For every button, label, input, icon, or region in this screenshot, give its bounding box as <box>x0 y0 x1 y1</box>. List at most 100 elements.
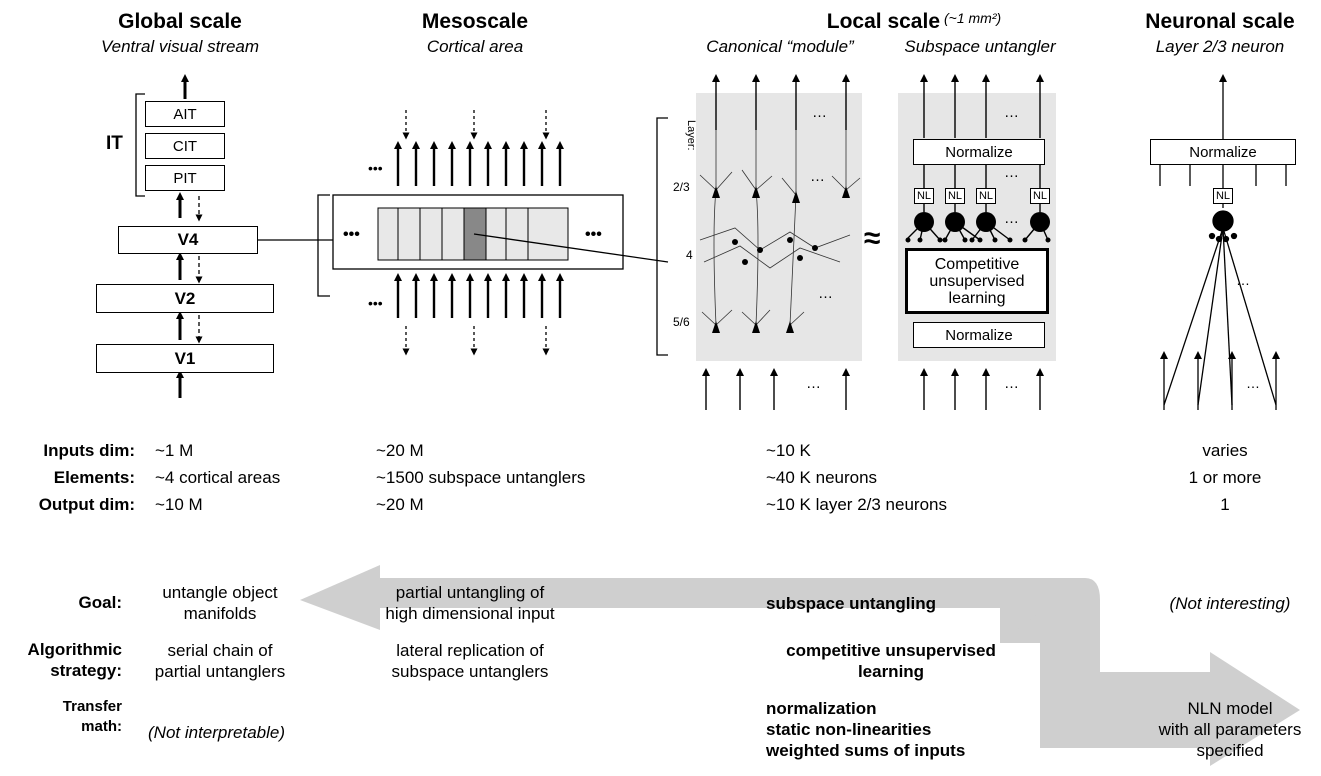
nl-label-1: NL <box>916 190 932 202</box>
meso-ellipsis-right: ••• <box>585 226 602 243</box>
nl-label-3: NL <box>978 190 994 202</box>
stat-neuronal-elements: 1 or more <box>1188 468 1262 487</box>
header-global-subtitle: Ventral visual stream <box>100 37 260 56</box>
local-goal: subspace untangling <box>766 594 937 613</box>
stat-global-inputs: ~1 M <box>155 441 194 460</box>
area-box-v1: V1 <box>96 344 274 373</box>
global-algo-2: partial untanglers <box>154 662 286 681</box>
untangler-ellipsis-top: … <box>1004 104 1019 121</box>
meso-algo-2: subspace untanglers <box>391 662 549 681</box>
stat-neuronal-inputs: varies <box>1202 441 1248 460</box>
untangler-graphics <box>898 74 1056 410</box>
header-neuronal-subtitle: Layer 2/3 neuron <box>1155 37 1285 56</box>
stat-label-elements: Elements: <box>53 468 135 487</box>
neuron-ellipsis-mid: … <box>1236 272 1250 288</box>
module-ellipsis-top: … <box>812 104 827 121</box>
area-box-ait: AIT <box>145 101 225 127</box>
local-transfer-1: normalization <box>766 699 877 718</box>
it-label: IT <box>106 133 123 154</box>
header-meso-title: Mesoscale <box>421 10 529 33</box>
header-global-title: Global scale <box>118 10 242 33</box>
goal-label: Goal: <box>78 593 122 612</box>
meso-ellipsis-top: ••• <box>368 160 383 176</box>
header-neuronal-title: Neuronal scale <box>1145 10 1295 33</box>
global-algo-1: serial chain of <box>167 641 273 660</box>
global-transfer: (Not interpretable) <box>148 723 286 742</box>
area-label-v2: V2 <box>174 288 196 308</box>
stat-local-output: ~10 K layer 2/3 neurons <box>766 495 947 514</box>
module-graphics <box>696 74 862 410</box>
neuronal-transfer-2: with all parameters <box>1158 720 1302 739</box>
local-algo-2: learning <box>857 662 925 681</box>
header-local-area: (~1 mm²) <box>944 10 1002 26</box>
neuron-nl-label: NL <box>1215 190 1231 202</box>
layer-label-56: 5/6 <box>673 315 690 329</box>
stat-neuronal-output: 1 <box>1220 495 1230 514</box>
area-label-cit: CIT <box>172 137 198 155</box>
header-local-title: Local scale <box>826 10 940 33</box>
nl-box-2: NL <box>945 188 965 204</box>
stat-label-inputs: Inputs dim: <box>43 441 135 460</box>
layer-title: Layer: <box>685 120 697 151</box>
neuronal-transfer-1: NLN model <box>1187 699 1273 718</box>
meso-goal-2: high dimensional input <box>385 604 555 623</box>
module-ellipsis-mid: … <box>810 168 825 185</box>
stat-global-elements: ~4 cortical areas <box>155 468 281 487</box>
untangler-ellipsis-nl: … <box>1004 210 1019 227</box>
stat-meso-output: ~20 M <box>376 495 424 514</box>
transfer-label-2: math: <box>81 718 122 735</box>
local-transfer-2: static non-linearities <box>766 720 932 739</box>
untangler-ellipsis-mid: … <box>1004 164 1019 181</box>
untangler-normalize-bottom: Normalize <box>913 322 1045 348</box>
hierarchy-graphics <box>135 74 333 398</box>
stat-global-output: ~10 M <box>155 495 203 514</box>
untangler-ellipsis-bottom: … <box>1004 375 1019 392</box>
neuron-graphics <box>1159 74 1287 410</box>
module-ellipsis-bottom: … <box>806 375 821 392</box>
layer-label-23: 2/3 <box>673 180 690 194</box>
area-label-ait: AIT <box>173 105 197 123</box>
area-box-v4: V4 <box>118 226 258 254</box>
algo-label-1: Algorithmic <box>27 640 122 659</box>
nl-box-4: NL <box>1030 188 1050 204</box>
local-transfer-3: weighted sums of inputs <box>766 741 966 760</box>
area-box-cit: CIT <box>145 133 225 159</box>
untangler-normalize-top: Normalize <box>913 139 1045 165</box>
nl-box-3: NL <box>976 188 996 204</box>
area-box-pit: PIT <box>145 165 225 191</box>
approx-symbol: ≈ <box>864 222 881 255</box>
untangler-normalize-top-label: Normalize <box>945 143 1013 161</box>
global-goal-2: manifolds <box>183 604 257 623</box>
area-label-pit: PIT <box>173 169 197 187</box>
area-label-v1: V1 <box>174 348 196 368</box>
neuron-ellipsis-bottom: … <box>1246 375 1260 391</box>
neuron-normalize-box: Normalize <box>1150 139 1296 165</box>
stat-local-elements: ~40 K neurons <box>766 468 878 487</box>
nl-label-4: NL <box>1032 190 1048 202</box>
neuron-normalize-label: Normalize <box>1189 143 1257 161</box>
competitive-learning-label: Competitive unsupervised learning <box>929 255 1025 307</box>
header-meso-subtitle: Cortical area <box>426 37 524 56</box>
stat-local-inputs: ~10 K <box>766 441 811 460</box>
meso-algo-1: lateral replication of <box>396 641 544 660</box>
header-local-subtitle-module: Canonical “module” <box>706 37 854 56</box>
area-box-v2: V2 <box>96 284 274 313</box>
local-algo-1: competitive unsupervised <box>786 641 996 660</box>
neuronal-goal: (Not interesting) <box>1169 594 1291 613</box>
nl-label-2: NL <box>947 190 963 202</box>
competitive-learning-box: Competitive unsupervised learning <box>905 248 1049 314</box>
area-label-v4: V4 <box>177 230 199 249</box>
stat-meso-elements: ~1500 subspace untanglers <box>376 468 586 487</box>
meso-goal-1: partial untangling of <box>395 583 545 602</box>
header-local-subtitle-untangler: Subspace untangler <box>904 37 1056 56</box>
neuron-nl-box: NL <box>1213 188 1233 204</box>
meso-ellipsis-bottom: ••• <box>368 295 383 311</box>
global-goal-1: untangle object <box>162 583 278 602</box>
meso-ellipsis-left: ••• <box>343 226 360 243</box>
transfer-label-1: Transfer <box>62 698 122 715</box>
layer-label-4: 4 <box>686 248 693 262</box>
mesoscale-graphics <box>317 110 669 356</box>
stat-label-output: Output dim: <box>38 495 135 514</box>
untangler-normalize-bottom-label: Normalize <box>945 326 1013 344</box>
